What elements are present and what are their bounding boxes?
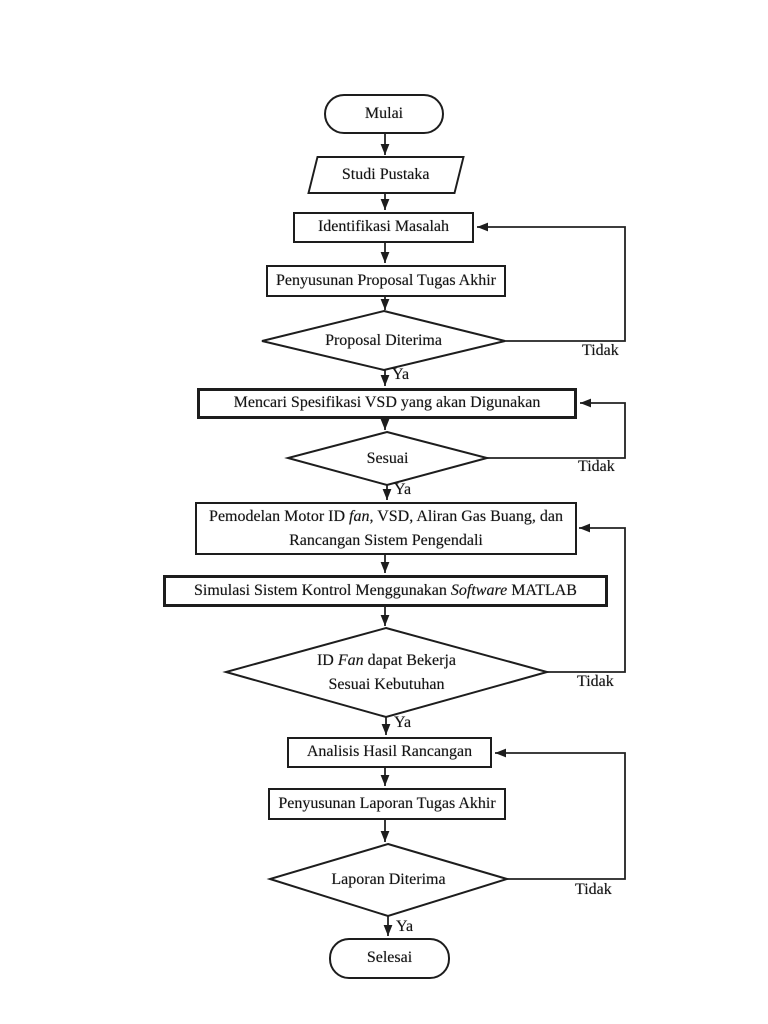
node-identifikasi-masalah-label: Identifikasi Masalah xyxy=(317,218,450,236)
node-start: Mulai xyxy=(324,94,444,134)
edge-label-idfan-ya: Ya xyxy=(394,714,412,731)
connector-idfan-tidak-loop xyxy=(547,523,626,673)
node-mencari-spesifikasi: Mencari Spesifikasi VSD yang akan Diguna… xyxy=(197,388,577,419)
node-end: Selesai xyxy=(329,938,450,979)
node-identifikasi-masalah: Identifikasi Masalah xyxy=(293,212,474,243)
node-penyusunan-laporan-label: Penyusunan Laporan Tugas Akhir xyxy=(278,794,496,812)
node-pemodelan: Pemodelan Motor ID fan, VSD, Aliran Gas … xyxy=(195,502,577,555)
node-penyusunan-laporan: Penyusunan Laporan Tugas Akhir xyxy=(268,788,506,820)
node-pemodelan-label: Pemodelan Motor ID fan, VSD, Aliran Gas … xyxy=(209,507,563,549)
edge-label-sesuai-ya: Ya xyxy=(394,481,412,498)
edge-label-idfan-tidak: Tidak xyxy=(577,673,614,690)
edge-label-proposal-ya: Ya xyxy=(392,366,410,383)
edge-label-sesuai-tidak: Tidak xyxy=(578,458,615,475)
node-simulasi-label: Simulasi Sistem Kontrol Menggunakan Soft… xyxy=(194,581,577,599)
node-analisis-hasil: Analisis Hasil Rancangan xyxy=(287,737,492,768)
decision-proposal-diterima-shape xyxy=(261,309,506,372)
node-simulasi: Simulasi Sistem Kontrol Menggunakan Soft… xyxy=(163,575,608,607)
connector-laporan-tidak-loop xyxy=(495,748,626,880)
node-end-label: Selesai xyxy=(366,949,413,967)
node-analisis-hasil-label: Analisis Hasil Rancangan xyxy=(306,743,473,761)
node-mencari-spesifikasi-label: Mencari Spesifikasi VSD yang akan Diguna… xyxy=(233,394,541,412)
decision-sesuai-shape xyxy=(284,430,491,487)
node-start-label: Mulai xyxy=(364,104,404,122)
decision-idfan-shape xyxy=(222,626,551,719)
connector-proposal-tidak-loop xyxy=(477,222,626,342)
node-penyusunan-proposal: Penyusunan Proposal Tugas Akhir xyxy=(266,265,506,297)
node-studi-pustaka: Studi Pustaka xyxy=(307,156,465,194)
decision-laporan-diterima-shape xyxy=(266,842,511,918)
node-penyusunan-proposal-label: Penyusunan Proposal Tugas Akhir xyxy=(275,271,497,289)
edge-label-laporan-ya: Ya xyxy=(396,918,414,935)
edge-label-laporan-tidak: Tidak xyxy=(575,881,612,898)
node-studi-pustaka-label: Studi Pustaka xyxy=(342,165,430,183)
edge-label-proposal-tidak: Tidak xyxy=(582,342,619,359)
connector-sesuai-tidak-loop xyxy=(487,398,626,459)
